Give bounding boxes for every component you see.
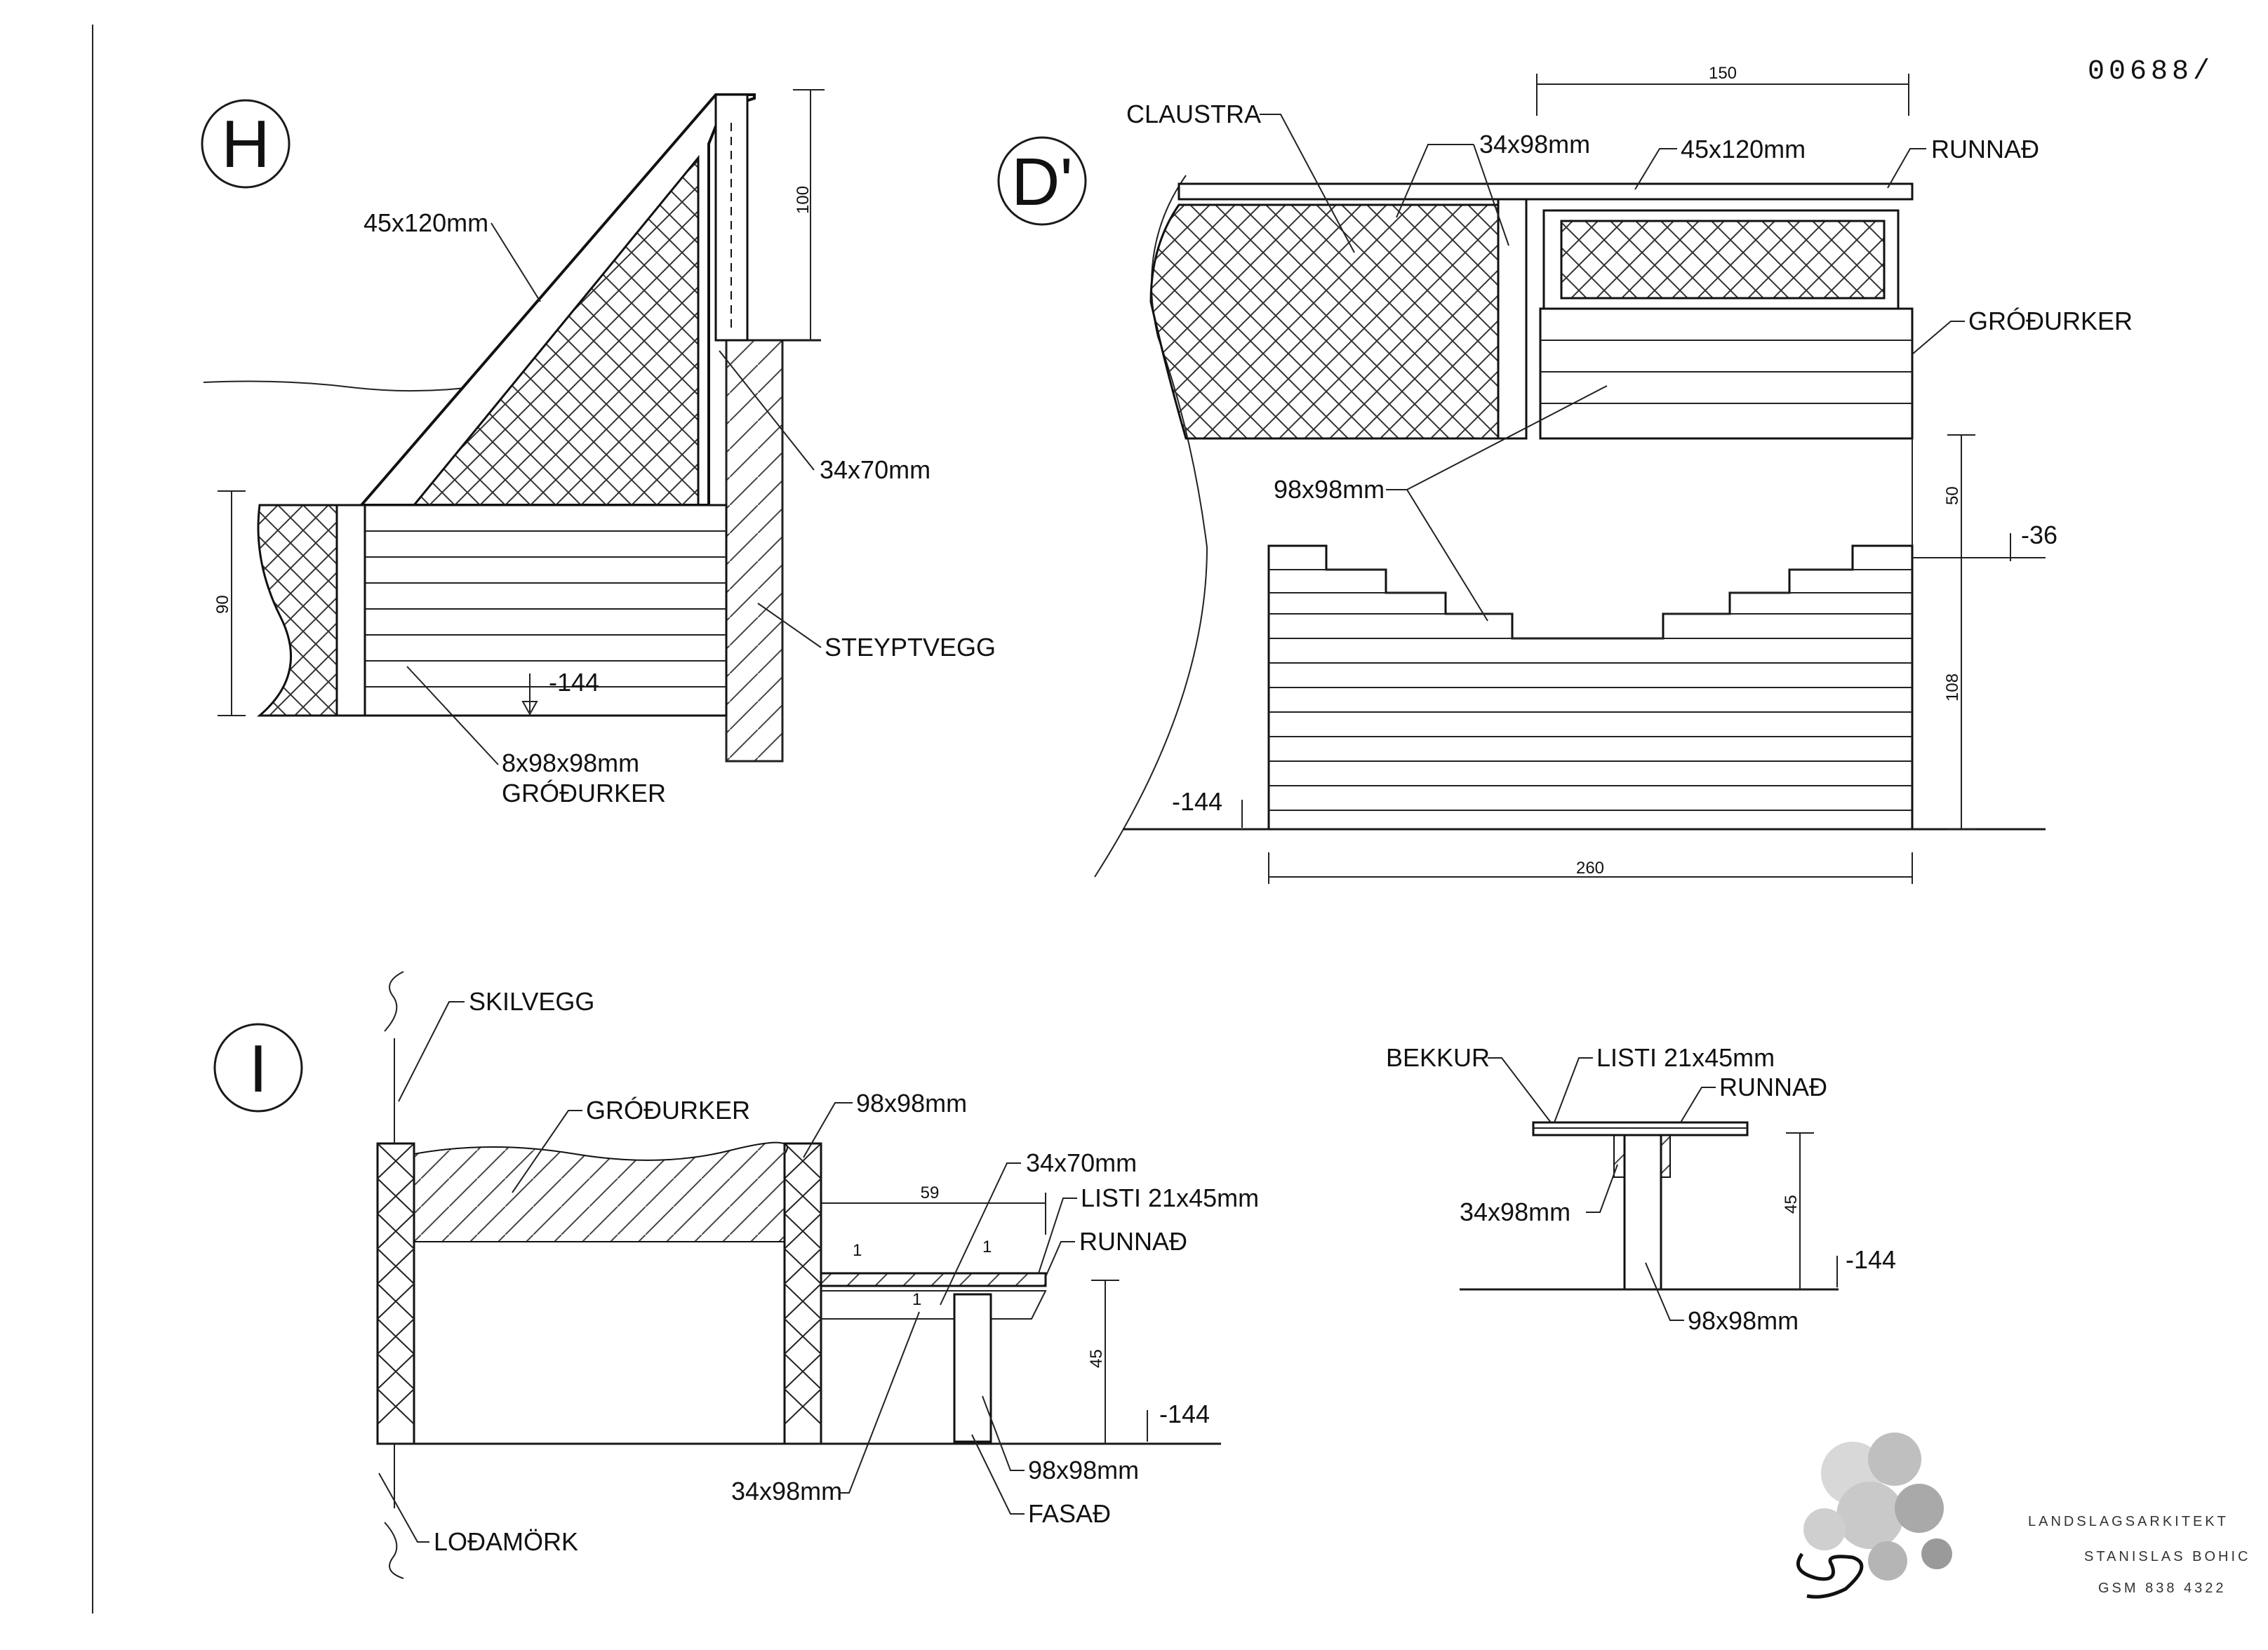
- i-label-leg: 98x98mm: [1028, 1456, 1139, 1484]
- bench-dim-height: 45: [1782, 1195, 1801, 1214]
- d-dim-top-value: 150: [1709, 64, 1737, 83]
- architect-name: STANISLAS BOHIC: [2084, 1549, 2250, 1564]
- h-dim-left: 90: [213, 595, 232, 614]
- d-dim-bottom: 260: [1576, 859, 1604, 878]
- h-label-level: -144: [549, 668, 599, 697]
- i-dim-depth: 59: [921, 1183, 940, 1202]
- section-h-marker: H: [221, 107, 269, 182]
- d-label-rail: 34x98mm: [1479, 130, 1590, 159]
- i-label-grodurker: GRÓÐURKER: [586, 1096, 750, 1125]
- i-right-post: [783, 1142, 822, 1445]
- i-label-skilvegg: SKILVEGG: [469, 987, 594, 1016]
- d-dim-lower: 108: [1943, 673, 1962, 702]
- d-label-grodurker: GRÓÐURKER: [1968, 307, 2133, 335]
- i-label-lodamork: LOÐAMÖRK: [434, 1527, 578, 1556]
- drawing-number-stamp: 00688/: [2088, 56, 2214, 88]
- h-concrete-wall: [725, 339, 784, 763]
- bench-label-leg: 98x98mm: [1688, 1306, 1799, 1335]
- d-label-level-top: -36: [2021, 521, 2057, 549]
- h-left-post: [335, 504, 366, 717]
- d-right-lattice: [1560, 220, 1886, 300]
- i-label-post: 34x70mm: [1026, 1148, 1137, 1177]
- d-left-lattice: [1149, 203, 1500, 440]
- architect-title: LANDSLAGSARKITEKT: [2028, 1514, 2229, 1529]
- architect-phone: GSM 838 4322: [2098, 1581, 2227, 1596]
- i-label-runnad: RUNNAÐ: [1079, 1227, 1187, 1256]
- section-h-marker-circle: [201, 99, 291, 189]
- architect-logo: [1803, 1433, 1952, 1581]
- bench-label-rail: 34x98mm: [1460, 1198, 1570, 1226]
- section-d-marker: D': [1011, 145, 1073, 220]
- h-post: [714, 93, 749, 342]
- i-dim-gap-c: 1: [912, 1290, 921, 1309]
- d-lower-planter: [1267, 544, 1914, 831]
- i-bench-slats: [820, 1272, 1047, 1287]
- h-planter-boards: [365, 530, 726, 688]
- i-label-level: -144: [1159, 1400, 1210, 1428]
- d-label-timber: 98x98mm: [1274, 475, 1385, 504]
- architect-signature: [1796, 1552, 1864, 1599]
- section-i-marker: I: [249, 1031, 268, 1106]
- h-label-box2: GRÓÐURKER: [502, 779, 666, 807]
- section-d-marker-circle: [997, 136, 1087, 226]
- h-planter-box: [363, 504, 728, 717]
- h-label-beam: 45x120mm: [363, 208, 488, 237]
- i-left-post: [376, 1142, 415, 1445]
- d-center-post: [1497, 198, 1528, 440]
- i-post-crosses: [377, 1143, 822, 1425]
- section-i-marker-circle: [213, 1023, 303, 1113]
- i-bench-leg: [953, 1293, 992, 1443]
- h-left-lattice: [256, 504, 338, 717]
- i-label-listi: LISTI 21x45mm: [1081, 1183, 1259, 1212]
- d-top-beam: [1178, 182, 1914, 201]
- bench-label-runnad: RUNNAÐ: [1719, 1073, 1827, 1101]
- i-label-rail: 34x98mm: [731, 1477, 842, 1505]
- architect-block: LANDSLAGSARKITEKT STANISLAS BOHIC GSM 83…: [1796, 1433, 2250, 1599]
- i-dim-height: 45: [1087, 1349, 1106, 1368]
- section-h: H 100 90 45x: [201, 89, 996, 807]
- bench-detail: 45 BEKKUR LISTI 21x45mm RUNNAÐ 34x98mm 9…: [1386, 1043, 1896, 1335]
- h-label-post: 34x70mm: [820, 455, 930, 484]
- section-i: I 59 1 1 1 45 SKILVEGG GRÓÐURKER: [213, 971, 1259, 1579]
- d-dim-upper: 50: [1943, 486, 1962, 505]
- bench-label-bekkur: BEKKUR: [1386, 1043, 1490, 1072]
- d-label-beam: 45x120mm: [1681, 135, 1806, 163]
- d-break-curve: [1094, 175, 1208, 878]
- i-bench-rail: [821, 1290, 1047, 1320]
- d-label-level-bottom: -144: [1172, 787, 1222, 816]
- h-ground-line: [203, 380, 492, 392]
- h-label-box: 8x98x98mm: [502, 749, 639, 777]
- i-label-fasad: FASAÐ: [1028, 1499, 1111, 1528]
- d-upper-boards: [1540, 340, 1912, 404]
- i-label-timber: 98x98mm: [856, 1089, 967, 1118]
- section-d: D': [997, 64, 2133, 884]
- i-dim-gap-b: 1: [982, 1238, 992, 1256]
- h-label-wall: STEYPTVEGG: [825, 633, 996, 662]
- i-lodamork-line: [384, 1444, 404, 1579]
- d-upper-planter: [1539, 307, 1914, 440]
- i-soil: [413, 1141, 788, 1242]
- bench-leg: [1623, 1134, 1662, 1291]
- d-label-claustra: CLAUSTRA: [1126, 100, 1261, 128]
- i-skilvegg-line: [384, 971, 404, 1143]
- bench-label-level: -144: [1846, 1245, 1896, 1274]
- h-dim-top: 100: [794, 186, 813, 214]
- d-label-runnad: RUNNAÐ: [1931, 135, 2039, 163]
- bench-label-listi: LISTI 21x45mm: [1596, 1043, 1775, 1072]
- i-dim-gap-a: 1: [853, 1241, 862, 1260]
